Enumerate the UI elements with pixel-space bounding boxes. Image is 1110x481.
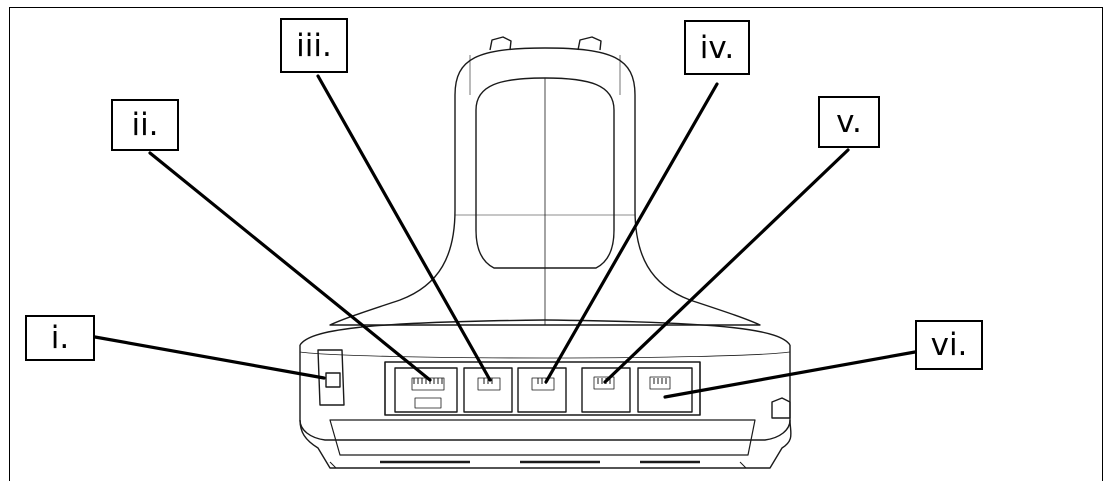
front-plate: [330, 420, 755, 455]
callout-iv: iv.: [684, 20, 750, 75]
port-panel: [385, 362, 700, 415]
callout-vi: vi.: [915, 320, 983, 370]
callout-v: v.: [818, 96, 880, 148]
port-v: [582, 368, 630, 412]
leader-i: [95, 337, 324, 378]
callout-ii: ii.: [111, 99, 179, 151]
callout-i: i.: [25, 315, 95, 361]
leader-lines: [95, 76, 915, 397]
leader-iv: [546, 84, 717, 382]
top-clip-right: [578, 37, 601, 50]
side-port: [326, 373, 340, 387]
leader-iii: [318, 76, 490, 380]
top-clip-left: [490, 37, 511, 50]
base-body: [300, 345, 790, 440]
callout-iii: iii.: [280, 18, 348, 73]
leader-ii: [150, 153, 430, 380]
side-tab: [772, 398, 790, 418]
leader-v: [605, 150, 848, 382]
port-vi: [638, 368, 692, 412]
